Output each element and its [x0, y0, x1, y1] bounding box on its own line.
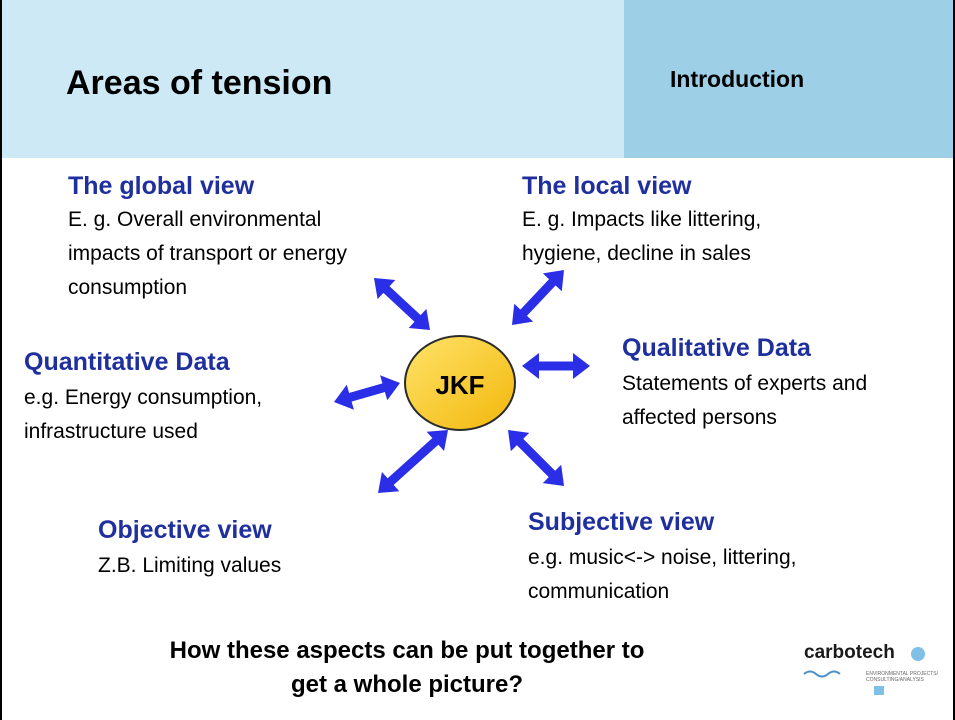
arrow-global-head-start — [374, 278, 396, 300]
global-view-line-3: consumption — [68, 276, 188, 299]
arrow-local-head-end — [512, 303, 534, 325]
objective-view-heading: Objective view — [98, 516, 272, 544]
logo-tagline: ENVIRONMENTAL PROJECTS/ CONSULTING/ANALY… — [866, 671, 938, 683]
arrow-subjective — [508, 430, 564, 486]
global-view-line-2: impacts of transport or energy — [68, 242, 347, 265]
local-view-line-1: E. g. Impacts like littering, — [522, 208, 762, 231]
qualitative-data-heading: Qualitative Data — [622, 334, 811, 362]
subjective-view-line-1: e.g. music<-> noise, littering, — [528, 546, 797, 569]
quantitative-data-heading: Quantitative Data — [24, 348, 230, 376]
arrow-global-shaft — [381, 284, 423, 324]
qualitative-data-line-1: Statements of experts and — [622, 372, 868, 395]
arrow-local-head-start — [542, 270, 564, 292]
arrow-qualitative-head-start — [522, 353, 539, 379]
arrow-objective — [378, 430, 448, 493]
subjective-view-heading: Subjective view — [528, 508, 715, 536]
arrow-objective-shaft — [386, 436, 440, 487]
arrow-quantitative-shaft — [347, 382, 387, 403]
logo-wordmark: carbotech — [804, 642, 895, 663]
global-view-line-1: E. g. Overall environmental — [68, 208, 322, 231]
arrow-subjective-head-end — [542, 464, 564, 486]
arrow-qualitative-head-end — [573, 353, 590, 379]
arrow-subjective-shaft — [515, 437, 557, 479]
arrow-objective-head-start — [426, 430, 448, 452]
section-label: Introduction — [670, 66, 805, 92]
global-view-heading: The global view — [68, 172, 255, 200]
center-ellipse — [404, 335, 516, 431]
slide-title: Areas of tension — [66, 64, 333, 102]
closing-question-line-1: How these aspects can be put together to — [169, 637, 645, 664]
arrow-local — [512, 270, 564, 325]
arrow-quantitative-head-end — [334, 384, 354, 410]
arrow-qualitative — [522, 353, 590, 379]
section-panel — [624, 0, 953, 158]
arrow-global — [374, 278, 430, 330]
arrow-subjective-head-start — [508, 430, 530, 452]
quantitative-data-line-1: e.g. Energy consumption, — [24, 386, 263, 409]
local-view-line-2: hygiene, decline in sales — [522, 242, 751, 265]
center-label: JKF — [435, 370, 484, 400]
closing-question: How these aspects can be put together to… — [62, 634, 752, 702]
logo-graphic — [803, 647, 925, 695]
subjective-view-line-2: communication — [528, 580, 670, 603]
arrow-global-head-end — [408, 308, 430, 330]
quantitative-data-line-2: infrastructure used — [24, 420, 198, 443]
arrow-quantitative — [334, 375, 400, 410]
arrow-local-shaft — [519, 277, 557, 318]
local-view-heading: The local view — [522, 172, 692, 200]
arrow-quantitative-head-start — [380, 375, 400, 401]
qualitative-data-line-2: affected persons — [622, 406, 777, 429]
arrow-objective-head-end — [378, 471, 400, 493]
closing-question-line-2: get a whole picture? — [290, 671, 524, 698]
carbotech-logo: carbotech ENVIRONMENTAL PROJECTS/ CONSUL… — [794, 642, 954, 720]
objective-view-line-1: Z.B. Limiting values — [98, 554, 282, 577]
